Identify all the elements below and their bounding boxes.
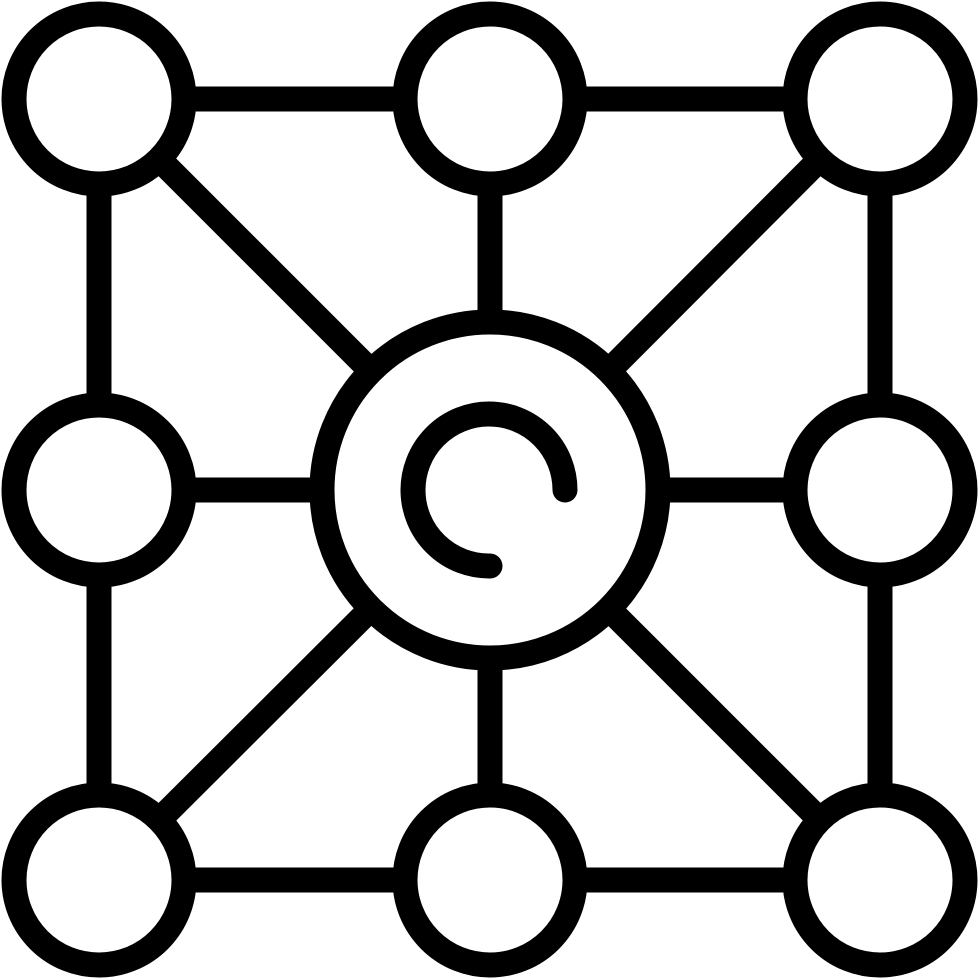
node-bottom-center (392, 782, 588, 978)
node-middle-left (1, 392, 197, 588)
center-hub-node (309, 309, 671, 671)
center-hub (309, 309, 671, 671)
node-top-center (392, 1, 588, 197)
node-bottom-right (782, 782, 978, 978)
spiral-arc-icon (400, 401, 578, 579)
node-top-right (782, 1, 978, 197)
node-bottom-left (1, 782, 197, 978)
node-top-left (1, 1, 197, 197)
node-middle-right (782, 392, 978, 588)
